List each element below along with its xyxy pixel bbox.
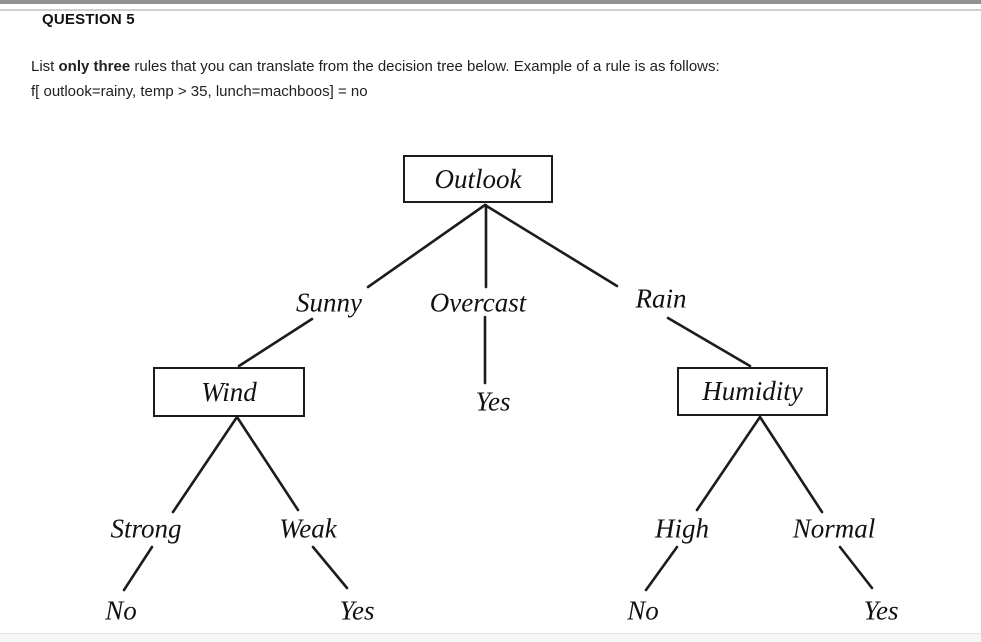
header-divider [0,9,981,11]
edge-label-high: High [655,513,709,544]
edge-sunny-wind [237,317,314,368]
edge-humidity-high [695,415,762,512]
top-border-bar [0,0,981,4]
node-wind-label: Wind [201,376,257,407]
edge-label-strong: Strong [110,513,182,544]
edge-high-no [644,545,679,592]
question-intro: List only three rules that you can trans… [31,54,951,79]
leaf-no-strong: No [105,595,137,626]
edge-rain-humidity [666,316,752,368]
node-humidity-label: Humidity [702,376,803,406]
example-rule: f[ outlook=rainy, temp > 35, lunch=machb… [31,83,368,100]
edge-strong-no [122,545,154,592]
edge-label-overcast: Overcast [429,287,527,318]
edge-label-sunny: Sunny [296,287,362,318]
node-wind: Wind [153,367,305,417]
node-outlook-label: Outlook [434,163,522,194]
edge-outlook-sunny [366,203,487,289]
edge-humidity-normal [758,415,824,514]
edge-label-weak: Weak [279,513,337,544]
node-humidity: Humidity [677,367,828,416]
edge-outlook-rain [483,203,619,288]
edge-wind-strong [171,415,239,514]
question-heading: QUESTION 5 [42,11,135,28]
leaf-yes-weak: Yes [339,595,375,626]
leaf-yes-overcast: Yes [475,386,511,417]
edge-label-rain: Rain [635,283,687,314]
leaf-no-high: No [627,595,659,626]
leaf-yes-normal: Yes [863,595,899,626]
edge-normal-yes [838,545,874,590]
intro-text-prefix: List [31,58,59,75]
page-bottom-strip [0,633,981,642]
edge-weak-yes [311,545,349,590]
intro-text-bold: only three [58,58,131,75]
intro-text-suffix: rules that you can translate from the de… [130,58,720,75]
node-outlook: Outlook [403,155,553,203]
edge-wind-weak [235,415,300,512]
edge-label-normal: Normal [792,513,876,544]
